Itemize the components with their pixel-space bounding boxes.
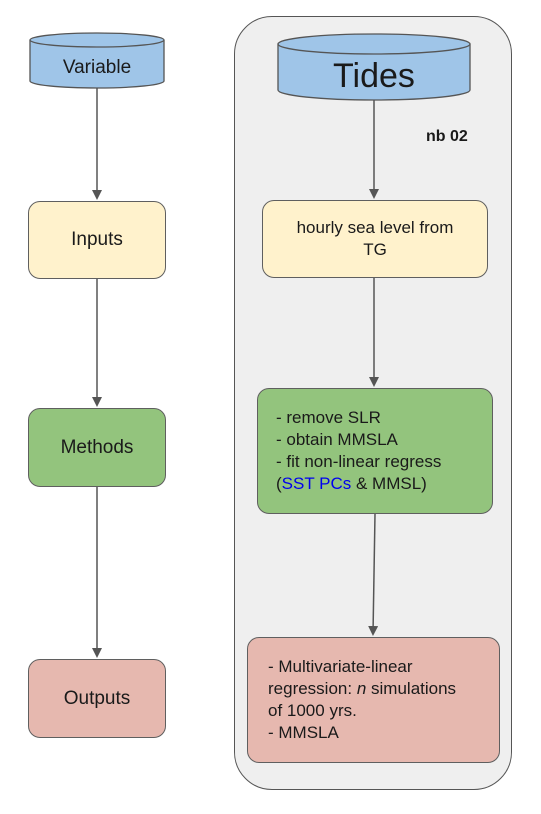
sst-pcs-link[interactable]: SST PCs — [281, 474, 352, 493]
tides-database-icon — [277, 33, 471, 101]
tides-input-box: hourly sea level from TG — [262, 200, 488, 278]
tides-method-line-4: (SST PCs & MMSL) — [276, 474, 427, 493]
tides-output-line-3: of 1000 yrs. — [268, 701, 357, 720]
legend-methods-box: Methods — [28, 408, 166, 487]
legend-outputs-box: Outputs — [28, 659, 166, 738]
legend-inputs-box: Inputs — [28, 201, 166, 279]
arrow-method-to-output — [368, 513, 379, 636]
tides-input-line-2: TG — [363, 240, 387, 259]
tides-method-line-2: - obtain MMSLA — [276, 430, 398, 449]
tides-output-line-2: regression: n simulations — [268, 679, 457, 698]
tides-output-line-1: - Multivariate-linear — [268, 657, 413, 676]
tides-method-line-1: - remove SLR — [276, 408, 381, 427]
legend-outputs-label: Outputs — [63, 687, 131, 709]
tides-input-line-1: hourly sea level from — [296, 218, 454, 237]
legend-inputs-label: Inputs — [71, 229, 123, 250]
tides-title: Tides — [333, 56, 415, 95]
variable-database-icon — [29, 32, 165, 89]
tides-output-box: - Multivariate-linear regression: n simu… — [247, 637, 500, 763]
tides-method-line-3: - fit non-linear regress — [276, 452, 442, 471]
legend-methods-label: Methods — [60, 436, 134, 458]
tides-method-box: - remove SLR - obtain MMSLA - fit non-li… — [257, 388, 493, 514]
notebook-tag: nb 02 — [426, 128, 468, 145]
tides-output-line-4: - MMSLA — [268, 723, 339, 742]
variable-label: Variable — [62, 57, 132, 78]
